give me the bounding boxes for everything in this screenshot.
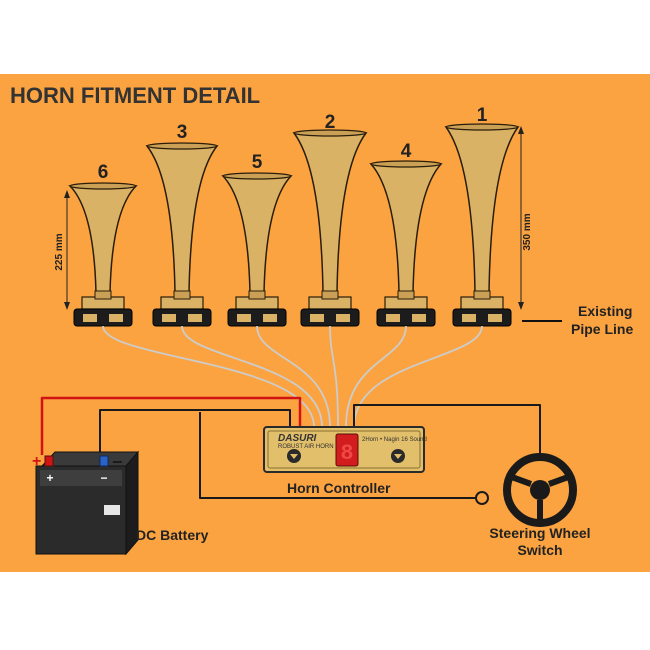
battery: + −: [35, 450, 140, 556]
controller-label: Horn Controller: [287, 480, 391, 496]
air-tube-4: [345, 325, 407, 428]
horn-2: 2: [292, 112, 368, 327]
diagram-title: HORN FITMENT DETAIL: [10, 83, 260, 108]
battery-minus-mark: −: [100, 471, 107, 485]
horn-2-number: 2: [325, 112, 336, 133]
battery-plus-mark: +: [46, 471, 53, 485]
controller-brand-sub: ROBUST AIR HORN: [278, 444, 334, 450]
dimension-225: 225 mm: [54, 190, 70, 310]
horn-1-number: 1: [477, 105, 488, 126]
existing-pipe-line: Existing Pipe Line: [522, 303, 633, 337]
horn-6: 6: [68, 162, 138, 327]
horn-group: 6 3 5 2 4 1: [68, 105, 520, 327]
negative-terminal: [99, 455, 109, 467]
steering-label-1: Steering Wheel: [489, 525, 590, 541]
negative-sign: −: [112, 452, 123, 472]
air-tube-3: [181, 325, 323, 428]
controller-brand: DASURI: [278, 433, 317, 444]
horn-3: 3: [145, 122, 219, 327]
horn-5-number: 5: [252, 152, 263, 173]
controller-mode-text: 2Horn • Nagin 16 Sound: [362, 437, 427, 443]
positive-wire: [40, 396, 302, 455]
horn-controller[interactable]: DASURI ROBUST AIR HORN 8 2Horn • Nagin 1…: [263, 426, 427, 473]
chevron-down-icon: [394, 454, 402, 459]
switch-wire: [199, 412, 476, 499]
air-tube-6: [102, 325, 315, 428]
positive-sign: +: [32, 453, 41, 470]
horn-6-number: 6: [98, 162, 109, 183]
chevron-down-icon: [290, 454, 298, 459]
dimension-225-label: 225 mm: [54, 233, 65, 270]
steering-label-2: Switch: [517, 542, 562, 558]
horn-5: 5: [221, 152, 293, 327]
air-tube-2: [329, 325, 339, 428]
pipe-line-label-2: Pipe Line: [571, 321, 633, 337]
controller-left-button[interactable]: [287, 449, 301, 463]
dimension-350: 350 mm: [518, 126, 533, 310]
horn-1: 1: [444, 105, 520, 327]
dimension-350-label: 350 mm: [522, 213, 533, 250]
controller-display-digit: 8: [340, 441, 353, 466]
horn-4-number: 4: [401, 141, 412, 162]
switch-terminal: [475, 491, 489, 505]
steering-wheel[interactable]: [503, 453, 577, 527]
pipe-line-label-1: Existing: [578, 303, 632, 319]
positive-terminal: [44, 455, 54, 467]
steering-wire: [353, 404, 541, 458]
negative-wire: [99, 409, 291, 470]
horn-3-number: 3: [177, 122, 188, 143]
battery-label: DC Battery: [136, 527, 209, 543]
controller-right-button[interactable]: [391, 449, 405, 463]
wiring: [40, 396, 541, 505]
controller-display: [335, 433, 359, 467]
air-tube-5: [256, 325, 331, 428]
